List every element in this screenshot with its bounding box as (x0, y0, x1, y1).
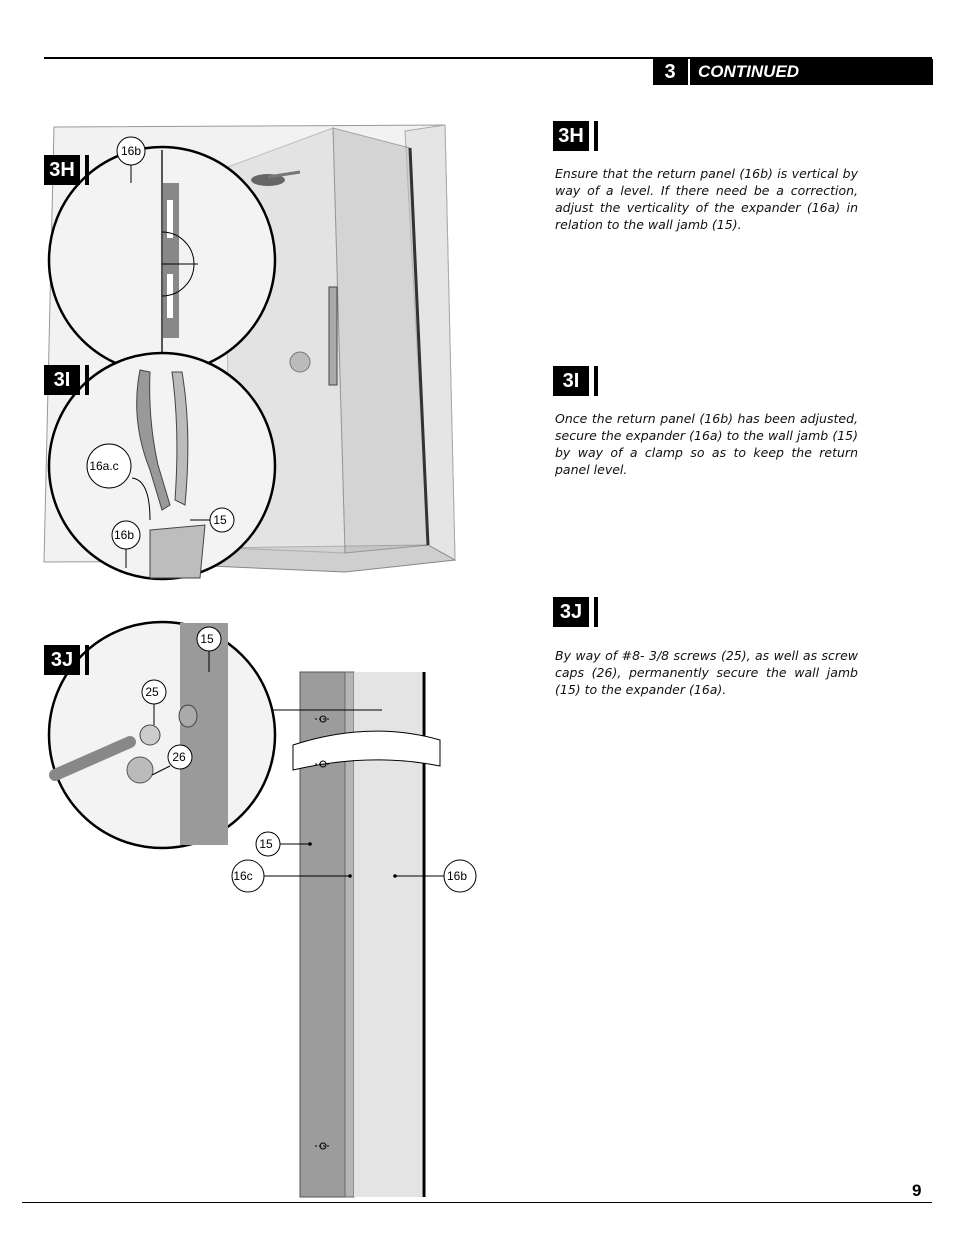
step-3j-text: By way of #8- 3/8 screws (25), as well a… (555, 648, 858, 697)
clamp-jaw-right (171, 371, 189, 506)
section-number: 3 (664, 61, 676, 83)
installed-cap (178, 704, 198, 728)
jamb-section (149, 524, 206, 579)
svg-text:26: 26 (172, 750, 186, 764)
callout-3i-16b: 16b (111, 520, 141, 568)
svg-text:16a.c: 16a.c (89, 459, 118, 473)
svg-text:15: 15 (200, 632, 214, 646)
svg-text:15: 15 (213, 513, 227, 527)
callout-jamb-16c: 16c (231, 859, 352, 893)
svg-text:25: 25 (145, 685, 159, 699)
page-number: 9 (912, 1181, 922, 1200)
svg-text:16b: 16b (121, 144, 141, 158)
step-tag-3j: 3J (553, 597, 598, 627)
callout-3i-15: 15 (190, 507, 235, 533)
level-slot-top (167, 200, 173, 238)
svg-text:16c: 16c (233, 869, 252, 883)
callout-3i-16ac: 16a.c (86, 443, 151, 521)
shower-arm (267, 170, 301, 179)
clamp-jaw-left (136, 369, 171, 511)
level-slot-bottom (167, 274, 173, 318)
step-tag-3j-figure: 3J (44, 645, 89, 675)
screw-hole-markers (315, 715, 331, 1150)
detail-3j-circle (47, 620, 277, 850)
header-rule (44, 57, 932, 59)
door-frame-edge (408, 147, 430, 546)
callout-3j-25: 25 (141, 679, 167, 725)
screwdriver (49, 736, 136, 781)
svg-text:15: 15 (259, 837, 273, 851)
footer-rule (22, 1202, 932, 1203)
callout-jamb-15: 15 (255, 831, 312, 857)
step-tag-3h: 3H (553, 121, 598, 151)
svg-text:16b: 16b (114, 528, 134, 542)
shower-valve (289, 351, 311, 373)
jamb-face (180, 623, 228, 845)
callout-jamb-16b: 16b (393, 859, 477, 893)
step-tag-3h-figure: 3H (44, 155, 89, 185)
break-mark (292, 730, 441, 771)
svg-text:16b: 16b (447, 869, 467, 883)
step-3i-text: Once the return panel (16b) has been adj… (555, 411, 858, 477)
step-tag-3i-figure: 3I (44, 365, 89, 395)
screw-cap-26 (126, 756, 154, 784)
door-handle (328, 286, 338, 386)
section-header: 3 CONTINUED (653, 59, 933, 85)
section-divider (688, 59, 690, 85)
step-tag-3i: 3I (553, 366, 598, 396)
step-3h-text: Ensure that the return panel (16b) is ve… (555, 166, 858, 232)
screw-25 (139, 724, 161, 746)
callout-3j-26: 26 (151, 744, 193, 776)
callout-3j-15: 15 (196, 626, 222, 672)
section-title: CONTINUED (698, 62, 800, 81)
callout-3h-16b: 16b (116, 136, 146, 183)
